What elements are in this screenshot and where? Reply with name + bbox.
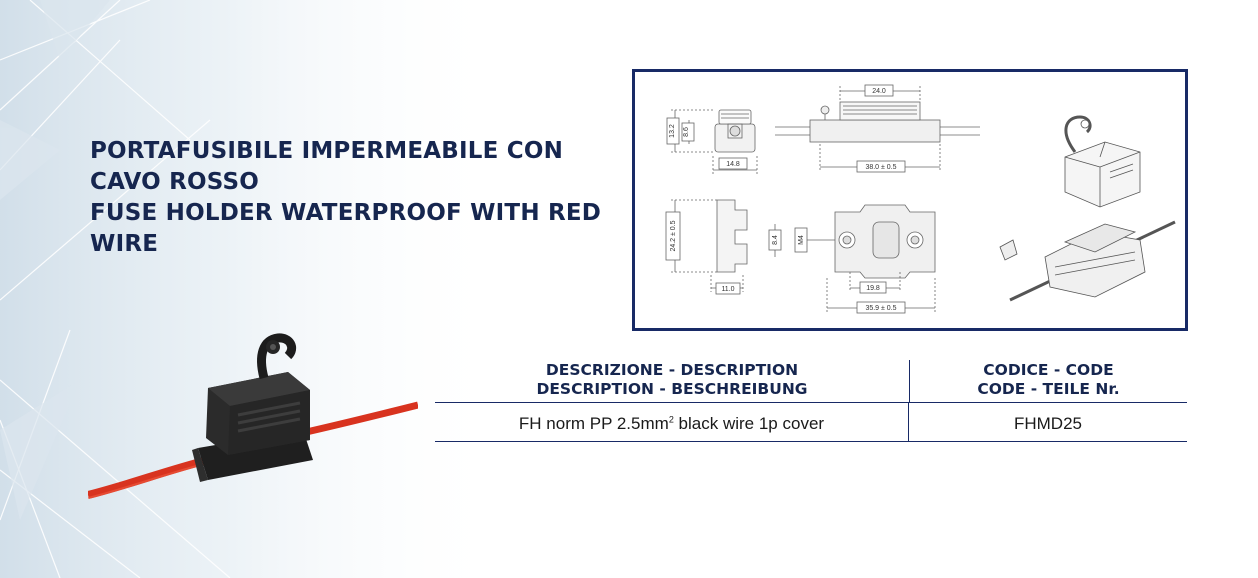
profile-view [665, 199, 748, 295]
dim-14-8: 14.8 [726, 161, 740, 168]
end-view [666, 109, 758, 174]
title-line-4: WIRE [90, 231, 159, 257]
header-description-line-1: DESCRIZIONE - DESCRIPTION [545, 361, 799, 379]
dim-24-0: 24.0 [872, 88, 886, 95]
header-code-line-1: CODICE - CODE [983, 361, 1114, 379]
side-view [775, 84, 980, 173]
product-table: DESCRIZIONE - DESCRIPTION DESCRIPTION - … [435, 360, 1187, 442]
title-line-3: FUSE HOLDER WATERPROOF WITH RED [90, 200, 602, 226]
dim-13-2: 13.2 [669, 124, 676, 138]
technical-drawing: 13.2 8.6 14.8 24.0 38.0 ± 0.5 24.2 ± 0.5… [665, 84, 1176, 314]
dim-8-4: 8.4 [772, 235, 779, 245]
product-photo [88, 333, 418, 499]
dim-8-6: 8.6 [683, 127, 690, 137]
row-code: FHMD25 [1013, 413, 1082, 433]
row-description: FH norm PP 2.5mm2 black wire 1p cover [435, 403, 909, 441]
technical-drawing-frame: 13.2 8.6 14.8 24.0 38.0 ± 0.5 24.2 ± 0.5… [632, 69, 1188, 331]
title-line-1: PORTAFUSIBILE IMPERMEABILE CON [90, 138, 564, 164]
header-code-line-2: CODE - TEILE Nr. [977, 380, 1120, 398]
description-superscript: 2 [668, 413, 674, 424]
dim-35-9: 35.9 ± 0.5 [865, 305, 896, 312]
top-view [768, 204, 936, 314]
product-title: PORTAFUSIBILE IMPERMEABILE CON CAVO ROSS… [90, 136, 610, 260]
dim-19-8: 19.8 [866, 285, 880, 292]
dim-m4: M4 [798, 235, 805, 245]
header-code: CODICE - CODE CODE - TEILE Nr. [910, 360, 1187, 402]
title-line-2: CAVO ROSSO [90, 169, 259, 195]
isometric-views [999, 115, 1176, 302]
description-post: black wire 1p cover [673, 413, 825, 433]
table-header: DESCRIZIONE - DESCRIPTION DESCRIPTION - … [435, 360, 1187, 403]
dim-11-0: 11.0 [721, 286, 734, 293]
header-description-line-2: DESCRIPTION - BESCHREIBUNG [536, 380, 808, 398]
dim-24-2: 24.2 ± 0.5 [670, 220, 677, 251]
description-text: FH norm PP 2.5mm2 black wire 1p cover [519, 414, 824, 434]
table-row: FH norm PP 2.5mm2 black wire 1p cover FH… [435, 403, 1187, 442]
description-pre: FH norm PP 2.5mm [518, 413, 669, 433]
dim-38-0: 38.0 ± 0.5 [865, 164, 896, 171]
header-description: DESCRIZIONE - DESCRIPTION DESCRIPTION - … [435, 360, 910, 402]
